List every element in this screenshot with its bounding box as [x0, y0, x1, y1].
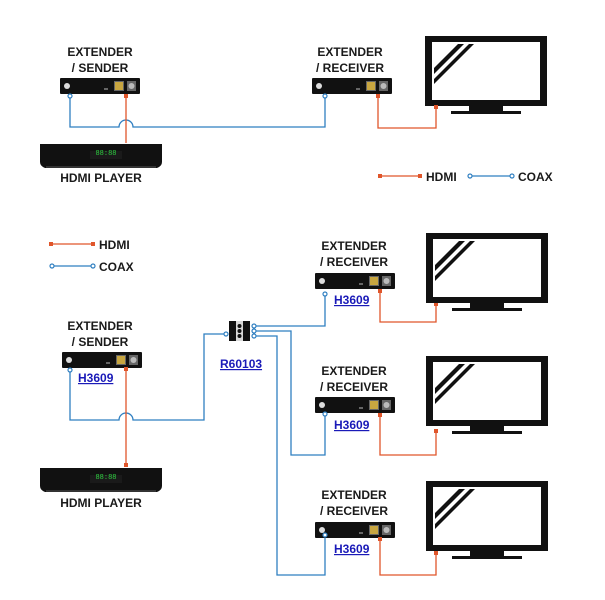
receiver-2-label-2: / RECEIVER [320, 380, 388, 394]
top-player-label: HDMI PLAYER [60, 171, 142, 185]
bottom-player-label: HDMI PLAYER [60, 496, 142, 510]
receiver-2-hdmi-cable [379, 413, 437, 456]
bottom-sender-part-link[interactable]: H3609 [78, 371, 114, 385]
bottom-coax-splitter-receiver-1 [256, 294, 326, 327]
top-player-display: 88:88 [95, 150, 116, 158]
bottom-sender-device [62, 352, 142, 368]
top-sender-label-1: EXTENDER [67, 45, 133, 59]
receiver-1-hdmi-cable [379, 289, 437, 323]
receiver-3-hdmi-cable [379, 538, 437, 576]
top-receiver-label-2: / RECEIVER [316, 61, 384, 75]
bottom-sender-label-1: EXTENDER [67, 319, 133, 333]
bottom-legend-hdmi: HDMI [99, 238, 130, 252]
top-tv-icon [425, 36, 547, 114]
bottom-legend: HDMI COAX [49, 238, 134, 274]
top-hdmi-cable-tv [377, 94, 437, 129]
receiver-1-label-1: EXTENDER [321, 239, 387, 253]
top-coax-port-sender [67, 93, 73, 99]
top-legend-coax: COAX [518, 170, 553, 184]
bottom-diagram: HDMI COAX EXTENDER / SENDER H3609 88:88 … [40, 233, 548, 576]
receiver-1-part-link[interactable]: H3609 [334, 293, 370, 307]
receiver-2-tv-icon [426, 356, 548, 434]
bottom-player-display: 88:88 [95, 474, 116, 482]
receiver-3-tv-icon [426, 481, 548, 559]
top-receiver-label-1: EXTENDER [317, 45, 383, 59]
top-coax-port-receiver [322, 93, 328, 99]
bottom-legend-coax: COAX [99, 260, 134, 274]
bottom-coax-sender-splitter [69, 333, 225, 421]
receiver-2-label-1: EXTENDER [321, 364, 387, 378]
top-coax-cable [69, 94, 326, 128]
splitter-part-link[interactable]: R60103 [220, 357, 262, 371]
top-sender-device [60, 78, 140, 94]
bottom-sender-label-2: / SENDER [72, 335, 129, 349]
receiver-1-label-2: / RECEIVER [320, 255, 388, 269]
top-receiver-device [312, 78, 392, 94]
top-diagram: EXTENDER / SENDER EXTENDER / RECEIVER 88… [40, 36, 553, 185]
receiver-1: EXTENDER / RECEIVER H3609 [315, 233, 548, 323]
receiver-3-label-1: EXTENDER [321, 488, 387, 502]
receiver-2: EXTENDER / RECEIVER H3609 [315, 356, 548, 456]
receiver-2-device [315, 397, 395, 413]
top-legend-hdmi: HDMI [426, 170, 457, 184]
receiver-1-tv-icon [426, 233, 548, 311]
receiver-2-part-link[interactable]: H3609 [334, 418, 370, 432]
top-legend: HDMI COAX [378, 170, 553, 184]
top-sender-label-2: / SENDER [72, 61, 129, 75]
receiver-3-label-2: / RECEIVER [320, 504, 388, 518]
receiver-3-part-link[interactable]: H3609 [334, 542, 370, 556]
splitter-device [229, 321, 250, 341]
bottom-coax-splitter-receiver-3 [256, 335, 326, 576]
receiver-3: EXTENDER / RECEIVER H3609 [315, 481, 548, 576]
bottom-coax-splitter-receiver-2 [256, 330, 326, 456]
receiver-1-device [315, 273, 395, 289]
